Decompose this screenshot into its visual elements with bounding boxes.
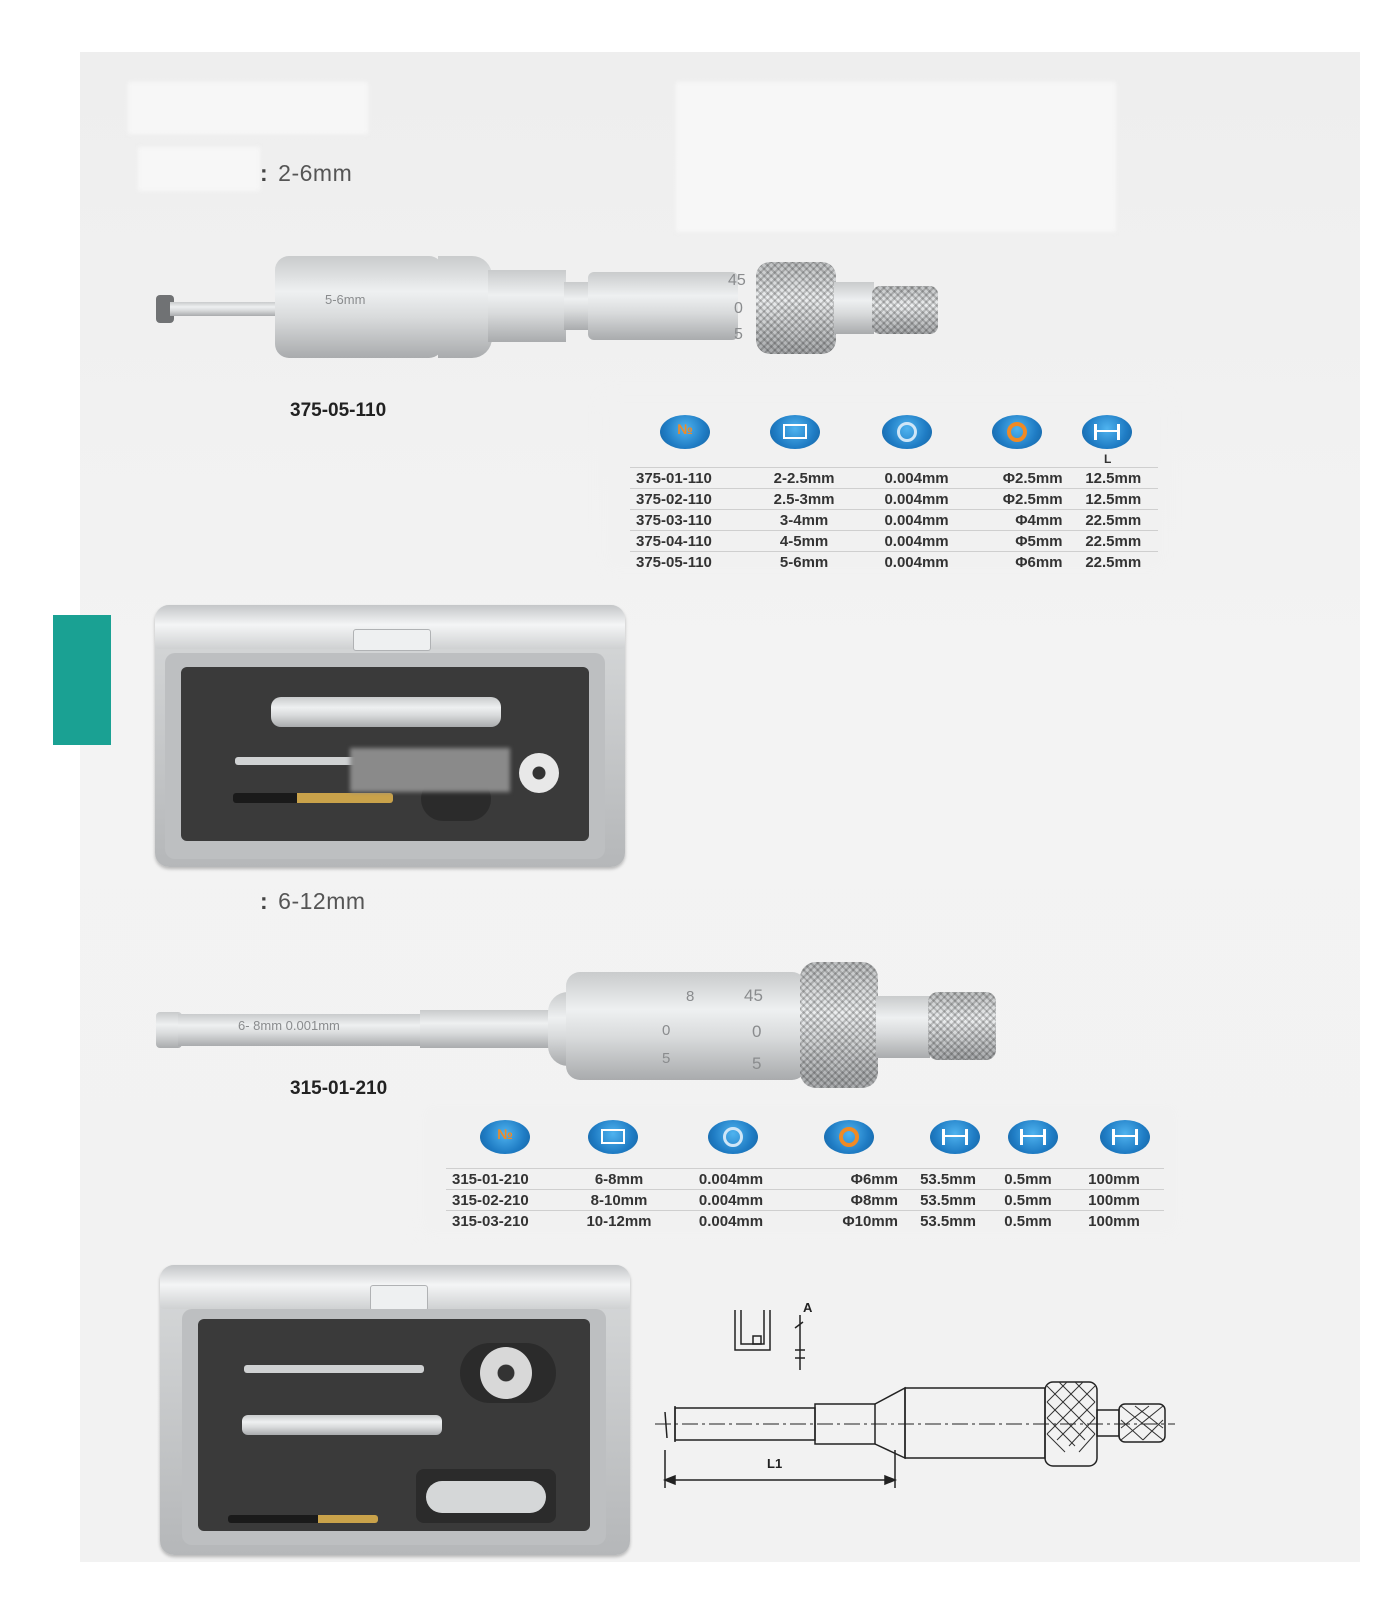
redacted-range-title — [138, 147, 260, 191]
graduation-icon — [882, 415, 932, 449]
engraving-2: 6- 8mm 0.001mm — [238, 1018, 340, 1033]
length-icon — [930, 1120, 980, 1154]
ring-gauge-icon — [992, 415, 1042, 449]
stored-micrometer — [271, 697, 501, 727]
storage-case-2 — [160, 1265, 630, 1555]
table-row: 375-05-110 5-6mm 0.004mm Φ6mm 22.5mm — [630, 551, 1158, 572]
stored-rod — [228, 1515, 378, 1523]
table-row: 315-03-210 10-12mm 0.004mm Φ10mm 53.5mm … — [446, 1210, 1164, 1231]
length-icon — [1100, 1120, 1150, 1154]
graduation-icon — [708, 1120, 758, 1154]
table-row: 375-02-110 2.5-3mm 0.004mm Φ2.5mm 12.5mm — [630, 488, 1158, 510]
number-icon: № — [660, 415, 710, 449]
stored-extension-rod — [244, 1365, 424, 1373]
range-label-1: :2-6mm — [260, 160, 353, 186]
spec-table-2: № 315-01-210 6-8mm 0.004mm Φ6mm 53.5mm 0… — [428, 1110, 1172, 1231]
range-label-2: :6-12mm — [260, 888, 366, 914]
number-icon: № — [480, 1120, 530, 1154]
redacted-block — [676, 82, 1116, 232]
spec-table-1-body: 375-01-110 2-2.5mm 0.004mm Φ2.5mm 12.5mm… — [630, 467, 1158, 572]
table-row: 375-03-110 3-4mm 0.004mm Φ4mm 22.5mm — [630, 509, 1158, 531]
column-sub-header-l: L — [1104, 452, 1112, 466]
thimble-scale-5: 5 — [752, 1054, 762, 1073]
table-row: 315-02-210 8-10mm 0.004mm Φ8mm 53.5mm 0.… — [446, 1189, 1164, 1211]
range-value-2: 6-12mm — [278, 888, 366, 914]
table-row: 375-01-110 2-2.5mm 0.004mm Φ2.5mm 12.5mm — [630, 467, 1158, 489]
section-tab-marker — [53, 615, 111, 745]
drawing-label-a: A — [803, 1300, 813, 1315]
dimension-drawing — [655, 1310, 1175, 1488]
thimble-scale-45: 45 — [728, 272, 746, 289]
case-latch — [353, 629, 431, 651]
storage-case-1 — [155, 605, 625, 867]
stored-ring-gauge — [480, 1347, 532, 1399]
scale-icon — [770, 415, 820, 449]
table-row: 315-01-210 6-8mm 0.004mm Φ6mm 53.5mm 0.5… — [446, 1168, 1164, 1190]
case-latch — [370, 1285, 428, 1311]
stored-spanner — [426, 1481, 546, 1513]
thimble-scale-0: 0 — [734, 300, 743, 317]
stored-wrench — [235, 757, 385, 765]
drawing-label-l1: L1 — [767, 1456, 783, 1471]
thimble-scale-45: 45 — [744, 986, 763, 1005]
thimble-scale-5: 5 — [734, 326, 743, 343]
sleeve-scale-0: 0 — [662, 1022, 671, 1039]
scale-icon — [588, 1120, 638, 1154]
range-value-1: 2-6mm — [278, 160, 353, 186]
spec-table-1-header: № L — [612, 405, 1158, 467]
case-foam-insert — [198, 1319, 590, 1531]
model-label-1: 375-05-110 — [290, 400, 387, 421]
model-label-2: 315-01-210 — [290, 1078, 388, 1099]
sleeve-scale-8: 8 — [686, 988, 695, 1005]
ring-gauge-icon — [824, 1120, 874, 1154]
spec-table-1: № L 375-01-110 2-2.5mm 0.004mm Φ2.5mm 12… — [612, 405, 1158, 572]
spec-table-2-header: № — [428, 1110, 1172, 1160]
engraving-1: 5-6mm — [325, 292, 366, 307]
sleeve-scale-5: 5 — [662, 1050, 671, 1067]
stored-ring-gauge — [519, 753, 559, 793]
thimble-scale-0: 0 — [752, 1022, 762, 1041]
length-icon — [1082, 415, 1132, 449]
technical-drawing: A L1 — [655, 1300, 1185, 1530]
stored-rod — [233, 793, 393, 803]
spec-table-2-body: 315-01-210 6-8mm 0.004mm Φ6mm 53.5mm 0.5… — [446, 1168, 1164, 1231]
redacted-heading — [128, 82, 368, 134]
length-icon — [1008, 1120, 1058, 1154]
table-row: 375-04-110 4-5mm 0.004mm Φ5mm 22.5mm — [630, 530, 1158, 552]
redacted-case-label — [350, 748, 510, 792]
case-tray — [182, 1309, 606, 1545]
stored-micrometer — [242, 1415, 442, 1435]
